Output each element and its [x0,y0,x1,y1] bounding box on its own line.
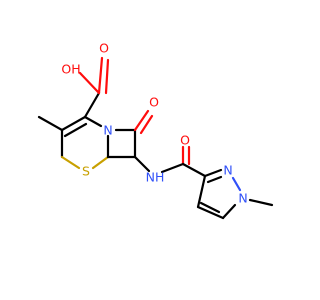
bond-c8-o-b [139,114,154,135]
bond-carboxyl-oh [78,71,101,95]
sulfur-label: S [82,164,90,179]
bond-nh-co [160,162,185,174]
bond-c2-n [83,115,103,128]
molecule-structure: OH O O O N NH S N N [37,41,274,220]
bond-n1-methyl [248,198,274,207]
bond-c2-c3-b [63,122,88,138]
bond-c4-s [60,155,81,170]
bond-c3p-n2-a [203,168,223,178]
bond-c3p-n2-b [206,175,223,184]
bond-c8-o-a [133,109,150,132]
amide-oxygen-label: O [180,133,190,148]
pyrazole-n1-label: N [238,191,247,206]
bond-c3-methyl [37,115,64,132]
hydroxyl-label: OH [61,62,80,77]
bond-carboxyl-o-b [104,58,110,95]
bond-n2-n1 [231,176,242,192]
bond-c7-nh [133,155,151,173]
bond-carboxyl-o-a [97,56,104,95]
bond-s-c6 [91,155,110,170]
bond-c5p-c4p-a [196,205,225,220]
bond-n1-c5p [221,203,237,220]
pyrazole-n2-label: N [223,163,232,178]
ring-nitrogen-label: N [103,123,112,138]
bond-c2-c3-a [60,115,87,132]
bond-c4p-c3p [196,174,207,209]
carboxyl-oxygen-label: O [99,41,109,56]
bond-co-pyrazole [181,162,207,178]
bond-c5p-c4p-b [199,201,221,214]
bond-c2-carboxyl [83,91,101,119]
amide-nitrogen-label: NH [146,170,165,185]
lactam-oxygen-label: O [149,95,159,110]
